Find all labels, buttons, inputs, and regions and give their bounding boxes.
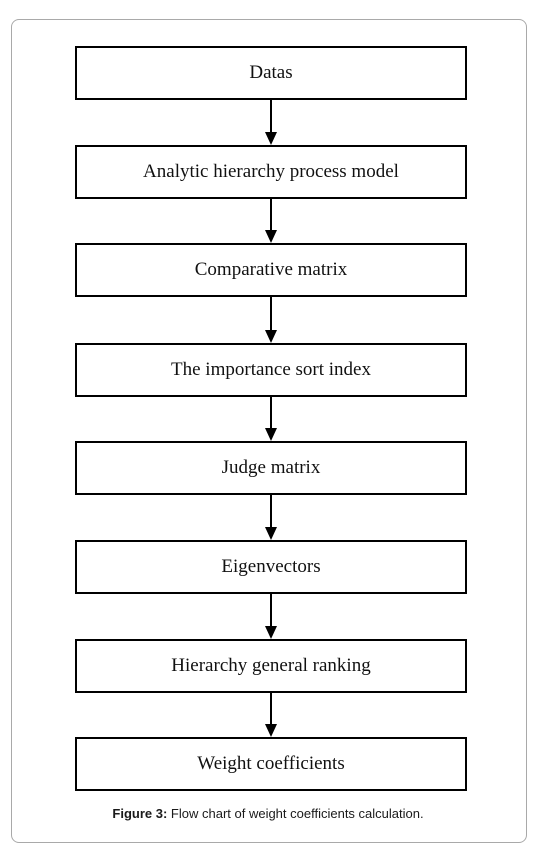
flow-step-ahp-model: Analytic hierarchy process model: [75, 145, 467, 199]
flow-step-importance-sort-index: The importance sort index: [75, 343, 467, 397]
figure-caption-label: Figure 3:: [112, 806, 168, 821]
flow-step-label: Comparative matrix: [194, 259, 348, 280]
flow-step-weight-coefficients: Weight coefficients: [75, 737, 467, 791]
flow-step-label: Analytic hierarchy process model: [143, 161, 399, 182]
flow-step-label: Weight coefficients: [197, 753, 345, 774]
flow-step-judge-matrix: Judge matrix: [75, 441, 467, 495]
flow-step-label: Hierarchy general ranking: [171, 655, 371, 676]
flow-step-label: Judge matrix: [221, 457, 321, 478]
flow-step-datas: Datas: [75, 46, 467, 100]
flow-step-label: Datas: [249, 62, 293, 83]
flow-step-label: The importance sort index: [171, 359, 371, 380]
flow-step-hierarchy-general-ranking: Hierarchy general ranking: [75, 639, 467, 693]
flow-step-comparative-matrix: Comparative matrix: [75, 243, 467, 297]
figure-caption-text: Flow chart of weight coefficients calcul…: [167, 806, 424, 821]
figure-caption: Figure 3: Flow chart of weight coefficie…: [0, 806, 536, 821]
flow-step-label: Eigenvectors: [221, 556, 321, 577]
flow-step-eigenvectors: Eigenvectors: [75, 540, 467, 594]
